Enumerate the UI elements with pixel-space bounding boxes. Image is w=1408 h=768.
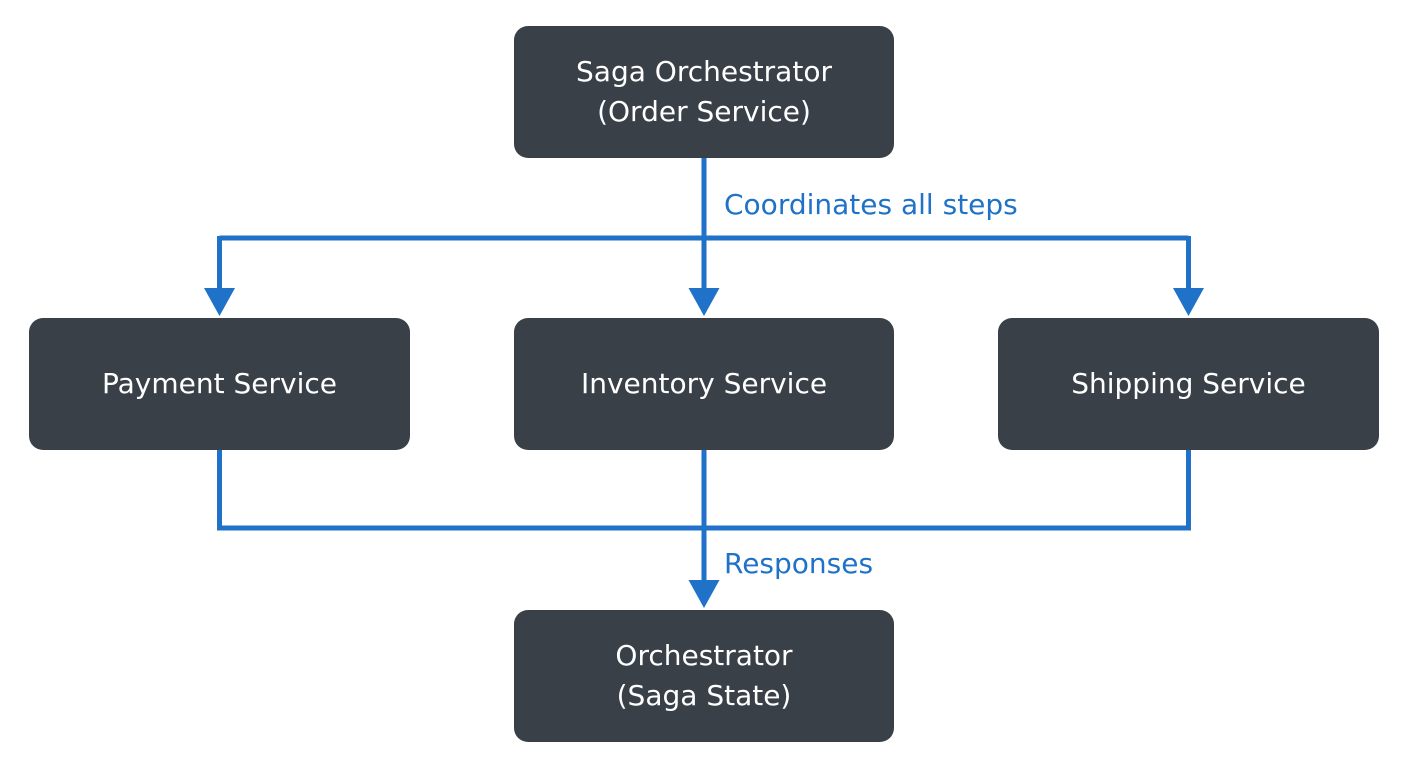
payment-service-node: Payment Service: [29, 318, 410, 450]
orchestrator-state-title: Orchestrator: [615, 639, 793, 672]
orchestrator-state-subtitle: (Saga State): [616, 679, 792, 712]
arrowhead-shipping: [1173, 288, 1204, 316]
edge-label-coordinates: Coordinates all steps: [724, 188, 1018, 221]
shipping-service-node: Shipping Service: [998, 318, 1379, 450]
inventory-service-node: Inventory Service: [514, 318, 894, 450]
arrowhead-orchestrator-state: [688, 580, 720, 608]
shipping-service-label: Shipping Service: [1071, 367, 1306, 400]
saga-orchestrator-title: Saga Orchestrator: [576, 55, 832, 88]
arrowhead-inventory: [688, 288, 720, 316]
edge-label-responses: Responses: [724, 547, 874, 580]
saga-orchestrator-node: Saga Orchestrator (Order Service): [514, 26, 894, 158]
payment-service-label: Payment Service: [102, 367, 337, 400]
inventory-service-label: Inventory Service: [580, 367, 828, 400]
saga-orchestrator-subtitle: (Order Service): [597, 95, 811, 128]
orchestrator-state-node: Orchestrator (Saga State): [514, 610, 894, 742]
arrowhead-payment: [204, 288, 235, 316]
